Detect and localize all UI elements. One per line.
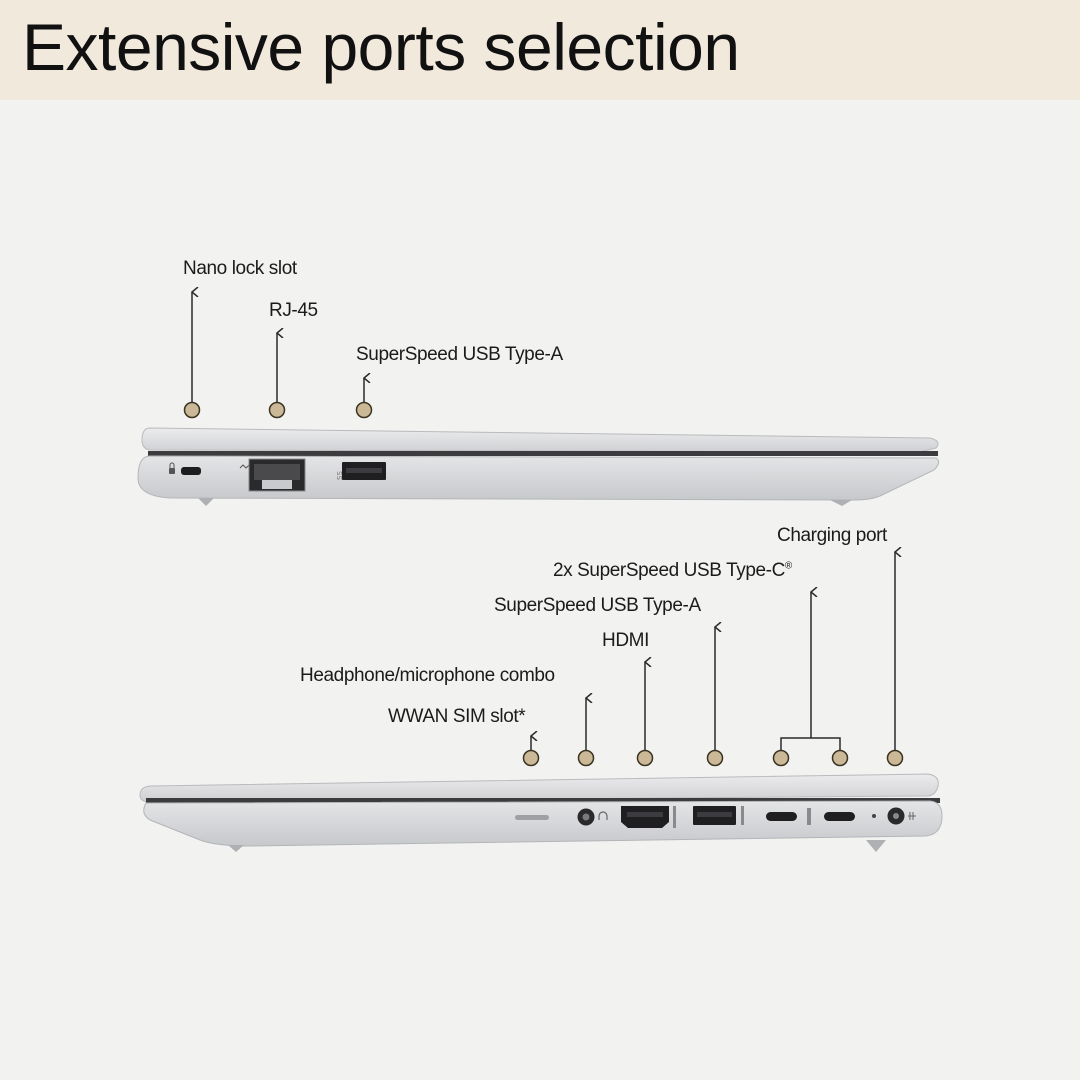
label-hdmi: HDMI bbox=[602, 630, 649, 651]
callout-dot-charging bbox=[886, 749, 904, 767]
charging-port-icon bbox=[887, 807, 916, 825]
callout-dot-rj45 bbox=[268, 401, 286, 419]
callout-dot-nano-lock bbox=[183, 401, 201, 419]
page-title: Extensive ports selection bbox=[22, 10, 740, 84]
callout-dot-hdmi bbox=[636, 749, 654, 767]
svg-text:SS: SS bbox=[336, 471, 344, 480]
callout-dot-usb-c-1 bbox=[772, 749, 790, 767]
registered-mark: ® bbox=[784, 560, 792, 572]
label-charging-port: Charging port bbox=[777, 525, 887, 546]
callout-dot-usb-a-right bbox=[706, 749, 724, 767]
callout-dot-usb-a-left bbox=[355, 401, 373, 419]
headphone-jack-icon bbox=[577, 808, 608, 826]
label-usb-a-right: SuperSpeed USB Type-A bbox=[494, 595, 701, 616]
usb-a-port-left-icon: SS bbox=[336, 462, 386, 480]
rj45-port-icon bbox=[239, 458, 306, 492]
usb-c-power-icon bbox=[807, 808, 811, 825]
usb-a-port-right-icon bbox=[693, 806, 744, 825]
callout-dot-usb-c-2 bbox=[831, 749, 849, 767]
label-usb-c-text: 2x SuperSpeed USB Type-C bbox=[553, 560, 785, 581]
callout-dot-wwan-sim bbox=[522, 749, 540, 767]
callout-dot-headphone bbox=[577, 749, 595, 767]
label-usb-c: 2x SuperSpeed USB Type-C® bbox=[553, 561, 792, 580]
laptop-left-side-view: SS bbox=[137, 292, 940, 506]
hdmi-port-icon bbox=[621, 806, 676, 828]
label-usb-a-left: SuperSpeed USB Type-A bbox=[356, 344, 563, 365]
label-rj45: RJ-45 bbox=[269, 300, 318, 321]
label-headphone-combo: Headphone/microphone combo bbox=[300, 665, 555, 686]
label-wwan-sim: WWAN SIM slot* bbox=[388, 706, 526, 727]
nano-lock-slot-icon bbox=[169, 462, 201, 475]
callout-line-usb-c bbox=[780, 592, 841, 750]
usb-c-port-2-icon bbox=[824, 812, 855, 821]
label-nano-lock-slot: Nano lock slot bbox=[183, 258, 297, 279]
charging-led-icon bbox=[872, 814, 876, 818]
usb-c-port-1-icon bbox=[766, 812, 797, 821]
laptop-right-side-view bbox=[139, 552, 943, 852]
wwan-sim-slot-icon bbox=[515, 815, 549, 820]
header-banner: Extensive ports selection bbox=[0, 0, 1080, 100]
